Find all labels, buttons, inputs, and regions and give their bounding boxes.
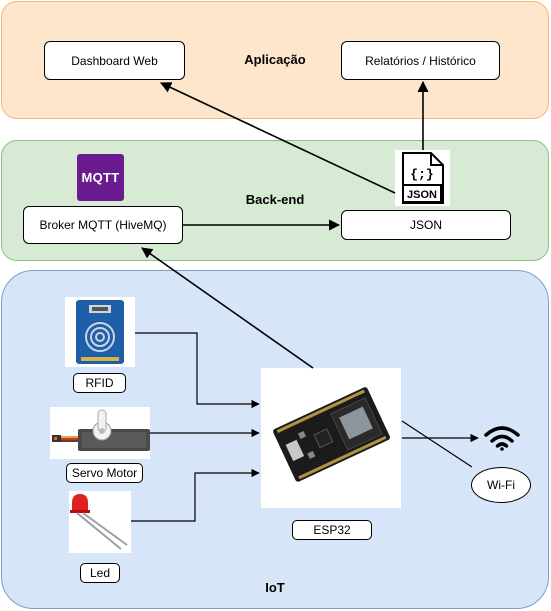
rfid-label: RFID: [73, 373, 126, 393]
wifi-ellipse: Wi-Fi: [471, 467, 531, 503]
esp32-to-wifi-line: [401, 420, 473, 468]
esp32-board-image: [261, 368, 401, 508]
rfid-to-esp32-connector: [135, 332, 260, 409]
servo-motor-image: [50, 407, 150, 459]
json-icon-label: JSON: [407, 189, 437, 201]
esp32-label: ESP32: [292, 520, 372, 540]
json-icon-braces: {;}: [410, 167, 433, 182]
dashboard-web-box: Dashboard Web: [44, 41, 185, 80]
servo-motor-label: Servo Motor: [66, 463, 143, 483]
application-layer-title: Aplicação: [244, 52, 306, 67]
json-box: JSON: [341, 210, 511, 240]
backend-layer-title: Back-end: [245, 192, 305, 207]
wifi-icon: [484, 425, 520, 451]
led-image: [69, 491, 131, 553]
broker-mqtt-box: Broker MQTT (HiveMQ): [23, 206, 183, 244]
json-file-icon: {;} JSON: [395, 150, 450, 206]
json-to-dashboard-arrow: [159, 82, 396, 194]
mqtt-logo-icon: MQTT: [77, 154, 124, 201]
iot-layer-title: IoT: [265, 580, 285, 595]
rfid-module-image: [65, 297, 135, 367]
esp32-to-broker-arrow: [141, 247, 314, 369]
led-label: Led: [80, 563, 120, 583]
led-to-esp32-connector: [131, 468, 260, 522]
reports-history-box: Relatórios / Histórico: [341, 41, 500, 80]
